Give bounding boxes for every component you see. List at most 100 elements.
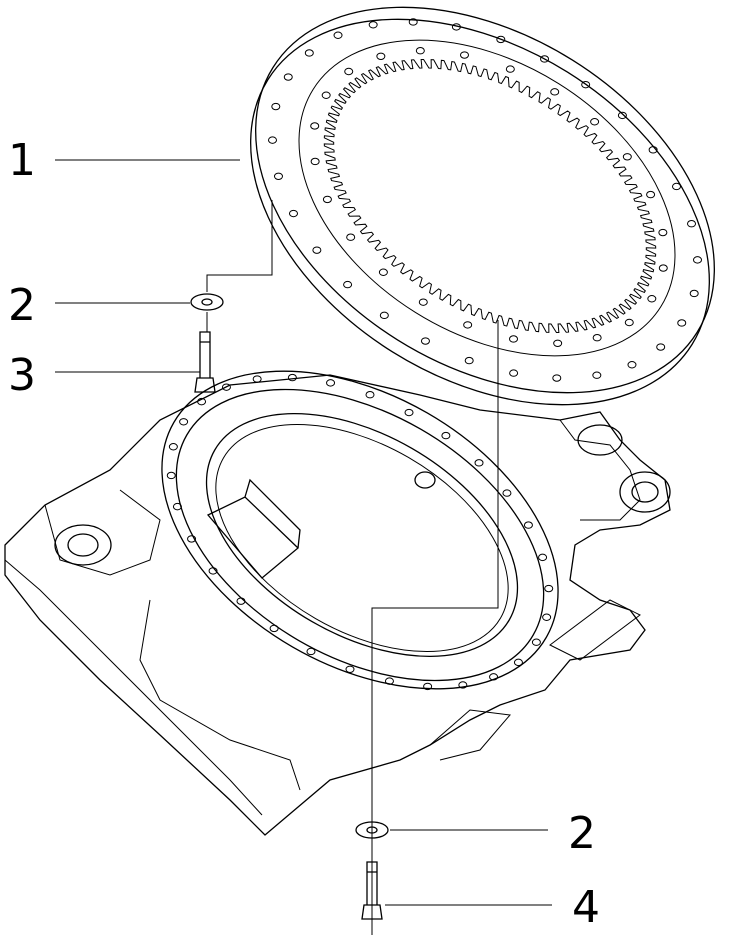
bolt-hole: [252, 375, 262, 383]
bolt-hole: [408, 18, 418, 26]
bolt-hole: [646, 190, 656, 199]
bolt-hole: [418, 298, 428, 306]
bolt-hole: [287, 373, 297, 382]
bolt-hole: [346, 233, 356, 241]
bolt-hole: [451, 23, 461, 31]
bolt-hole: [208, 567, 218, 575]
bolt-hole: [179, 418, 189, 426]
bolt-hole: [166, 471, 176, 480]
bolt-hole: [172, 502, 182, 511]
bolt-hole: [474, 459, 484, 467]
bolt-hole: [423, 682, 433, 691]
pivot-hole-left: [67, 533, 99, 557]
bolt-hole: [689, 289, 699, 298]
bolt-hole: [378, 268, 388, 276]
bolt-hole: [656, 343, 666, 351]
ring-outer-edge-bottom: [250, 18, 710, 406]
frame-side: [139, 599, 301, 791]
frame-arm-right: [559, 419, 641, 521]
bolt-hole: [672, 182, 682, 191]
bolt-hole: [592, 371, 602, 379]
bolt-hole: [269, 624, 279, 633]
bolt-hole: [420, 337, 430, 345]
bolt-hole: [236, 597, 246, 605]
frame-outline: [4, 374, 671, 836]
bolt-hole: [627, 361, 637, 369]
bolt-hole: [441, 431, 451, 440]
callout-4: 4: [572, 882, 600, 933]
bolt-hole: [658, 228, 668, 237]
bolt-hole: [496, 35, 506, 44]
bolt-hole: [531, 638, 541, 646]
bolt-upper: [194, 331, 216, 393]
internal-gear-teeth: [323, 58, 657, 334]
frame-lower: [429, 709, 511, 761]
washer-upper: [190, 293, 224, 311]
bolt-hole: [273, 172, 283, 181]
pivot-boss-rear: [577, 424, 623, 456]
bolt-hole: [489, 673, 499, 681]
leader-lines: [55, 159, 552, 935]
bolt-hole: [463, 321, 473, 329]
bolt-hole: [283, 73, 293, 81]
bolt-hole: [312, 246, 322, 254]
bolt-hole: [288, 209, 298, 218]
seat-bolt-holes: [166, 373, 554, 691]
bolt-hole: [552, 374, 562, 382]
bolt-hole: [368, 21, 378, 29]
bolt-hole: [376, 52, 386, 61]
bolt-hole: [458, 681, 468, 689]
bolt-hole: [365, 391, 375, 399]
frame-foot-right: [549, 599, 641, 661]
bolt-hole: [581, 80, 591, 89]
bolt-hole: [321, 91, 331, 99]
bearing-seat-inner: [205, 413, 519, 657]
axis-line-upper: [206, 200, 273, 292]
bolt-hole: [343, 280, 353, 289]
bolt-hole: [692, 256, 702, 264]
bolt-hole: [542, 613, 552, 621]
bolt-hole: [617, 111, 627, 120]
turntable-frame: [4, 370, 671, 836]
bolt-hole: [345, 665, 355, 673]
bolt-hole: [509, 335, 519, 343]
bolt-hole: [306, 647, 316, 656]
bolt-hole: [333, 31, 343, 39]
pivot-boss-left: [54, 524, 112, 566]
bolt-hole: [344, 67, 354, 76]
frame-edge: [4, 559, 263, 816]
bolt-hole: [538, 553, 548, 562]
axis-line-lower: [371, 320, 499, 935]
bolt-hole: [384, 677, 394, 685]
bolt-hole: [379, 311, 389, 320]
bolt-hole: [322, 195, 332, 204]
bolt-hole: [268, 136, 278, 144]
inner-port: [414, 471, 436, 489]
bolt-hole: [502, 489, 512, 497]
bolt-hole: [550, 88, 560, 96]
frame-arm-left: [44, 489, 161, 576]
bolt-hole: [505, 65, 515, 73]
bolt-hole: [326, 379, 336, 387]
bolt-hole: [544, 584, 554, 593]
slewing-ring: [250, 6, 715, 406]
pivot-hole-right: [631, 481, 659, 503]
bolt-hole: [404, 408, 414, 417]
bolt-hole: [513, 658, 523, 667]
bolt-hole: [590, 118, 600, 126]
bearing-seat-bore: [215, 423, 509, 653]
bolt-hole: [310, 157, 320, 166]
callout-2-upper: 2: [8, 280, 36, 331]
bolt-hole: [592, 333, 602, 342]
bolt-hole: [658, 264, 668, 272]
bolt-hole: [677, 319, 687, 327]
callout-3: 3: [8, 350, 36, 401]
bolt-hole: [168, 443, 178, 451]
callout-2-lower: 2: [568, 808, 596, 859]
bolt-hole: [648, 146, 658, 154]
callout-1: 1: [8, 135, 36, 186]
pivot-boss-right: [619, 471, 671, 513]
bolt-hole: [310, 122, 320, 130]
inner-bracket: [206, 478, 301, 579]
